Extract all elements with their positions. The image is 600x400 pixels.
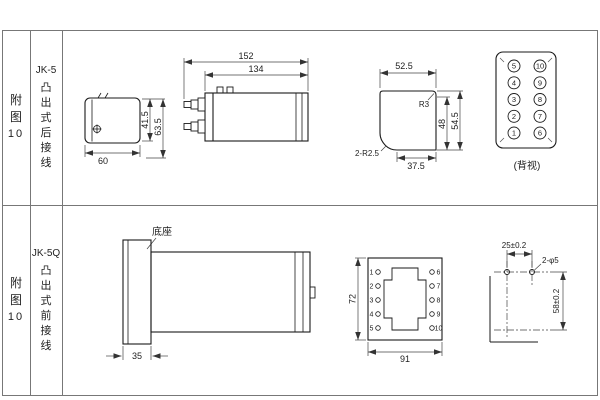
cutout-terminal-number: 6: [437, 270, 441, 277]
model-label-bottom: JK-5Q 凸 出 式 前 接 线: [30, 205, 62, 396]
type-char: 凸: [40, 264, 52, 277]
model-name: JK-5: [35, 64, 57, 76]
type-char: 凸: [40, 81, 52, 94]
dim-hole-spec: 2-φ5: [542, 256, 559, 265]
cutout-terminal-number: 5: [370, 326, 374, 333]
front-view-drawing: 60 41.5 63.5: [84, 92, 166, 166]
model-label-top: JK-5 凸 出 式 后 接 线: [30, 30, 62, 205]
type-char: 前: [40, 309, 52, 322]
type-char: 线: [40, 156, 52, 169]
cutout-terminal-number: 8: [437, 298, 441, 305]
side-view-drawing: 152 134: [183, 51, 309, 142]
type-char: 出: [40, 96, 52, 109]
dim-hole-spacing: 25±0.2: [502, 241, 527, 250]
cutout-terminal-circles: [375, 269, 435, 331]
fig-char: 图: [9, 293, 22, 307]
terminal-number: 2: [512, 112, 516, 121]
terminal-studs: [183, 97, 206, 134]
cutout-terminal-number: 9: [437, 312, 441, 319]
dim-section-bottom-width: 37.5: [407, 161, 425, 171]
terminal-number: 3: [512, 95, 516, 104]
dim-front-inner-height: 41.5: [140, 111, 150, 129]
terminal-circles: [507, 59, 547, 140]
dim-cutout-height: 72: [348, 294, 358, 304]
dim-section-corner-radius: R3: [419, 100, 430, 109]
cutout-terminal-number: 2: [370, 284, 374, 291]
rear-view-caption: (背视): [514, 159, 541, 172]
dim-row-offset: 58±0.2: [552, 288, 561, 313]
type-char: 式: [40, 111, 52, 124]
fig-char: 图: [9, 110, 22, 124]
type-char: 接: [40, 324, 52, 337]
fig-number: 10: [7, 311, 25, 323]
figure-label-bottom: 附 图 10: [2, 205, 30, 396]
fig-number: 10: [7, 128, 25, 140]
panel-cutout-drawing: 1 2 3 4 5 6 7 8 9 10 72 91: [348, 257, 443, 364]
type-char: 线: [40, 339, 52, 352]
model-name: JK-5Q: [31, 247, 61, 259]
cutout-terminal-number: 1: [370, 270, 374, 277]
cutout-terminal-number: 10: [435, 326, 443, 333]
rear-view-drawing: 5 4 3 2 1 10 9 8 7 6 (背视): [495, 51, 557, 172]
terminal-number: 6: [538, 129, 542, 138]
terminal-number: 4: [512, 78, 516, 87]
mounting-hole: [504, 269, 510, 275]
dim-front-total-height: 63.5: [153, 118, 163, 136]
fig-char: 附: [9, 93, 22, 107]
panel-edge-outline: [489, 276, 538, 343]
terminal-number: 7: [538, 112, 542, 121]
dim-section-inner-height: 48: [437, 119, 447, 129]
dim-cutout-width: 91: [400, 354, 410, 364]
type-char: 接: [40, 141, 52, 154]
section-view-drawing: 52.5 R3 48 54.5 37.5 2-R2.5: [355, 61, 463, 171]
cutout-terminal-number: 7: [437, 284, 441, 291]
type-char: 后: [40, 126, 52, 139]
type-char: 式: [40, 294, 52, 307]
figure-label-top: 附 图 10: [2, 30, 30, 205]
terminal-number: 10: [536, 62, 544, 71]
terminal-number: 8: [538, 95, 542, 104]
base-side-view-drawing: 底座 35: [106, 225, 316, 361]
dim-side-body-length: 134: [248, 64, 263, 74]
base-label: 底座: [152, 225, 172, 238]
terminal-number: 1: [512, 129, 516, 138]
fig-char: 附: [9, 276, 22, 290]
drilling-plan-drawing: 25±0.2 2-φ5 58±0.2: [489, 241, 567, 343]
cutout-terminal-number: 3: [370, 298, 374, 305]
table-frame: [2, 30, 598, 396]
dim-section-top-width: 52.5: [395, 61, 413, 71]
dim-flange-thickness: 35: [132, 351, 142, 361]
dim-front-width: 60: [98, 156, 108, 166]
type-char: 出: [40, 279, 52, 292]
cutout-terminal-number: 4: [370, 312, 374, 319]
terminal-number: 5: [512, 62, 516, 71]
dim-section-total-height: 54.5: [450, 112, 460, 130]
terminal-number: 9: [538, 78, 542, 87]
dim-section-step-radius: 2-R2.5: [355, 149, 380, 158]
mounting-hole: [529, 269, 535, 275]
dim-side-total-length: 152: [238, 51, 253, 61]
